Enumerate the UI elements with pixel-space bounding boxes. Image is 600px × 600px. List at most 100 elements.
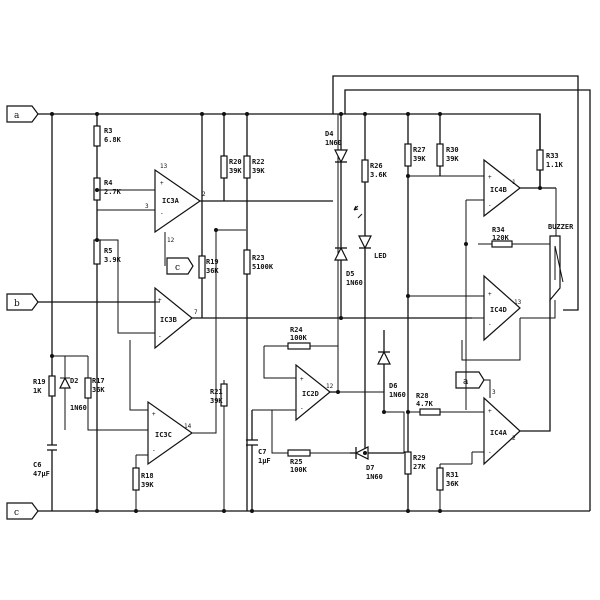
ic3b-pin-out: 7: [194, 309, 198, 316]
ic4d-plus: +: [488, 291, 492, 298]
resistor-r19b: [198, 114, 206, 318]
terminal-b-label: b: [14, 299, 20, 309]
d5-value: 1N60: [346, 279, 363, 287]
led-label: LED: [374, 252, 387, 260]
r3-ref: R3: [104, 127, 112, 135]
r3-value: 6.8K: [104, 136, 122, 144]
r17-ref: R17: [92, 377, 105, 385]
resistor-group-far-right: [436, 114, 472, 511]
d4-value: 1N60: [325, 139, 342, 147]
r23-ref: R23: [252, 254, 265, 262]
ic3b-plus: +: [158, 297, 162, 304]
d4-ref: D4: [325, 130, 333, 138]
r29-value: 27K: [413, 463, 426, 471]
terminal-b[interactable]: b: [6, 293, 39, 311]
ic4a-pin-out: 2: [512, 435, 516, 442]
c7-value: 1μF: [258, 457, 271, 465]
ic4a-plus: +: [488, 408, 492, 415]
resistor-group-mid: [220, 114, 251, 511]
r21-value: 39K: [210, 397, 223, 405]
r29-ref: R29: [413, 454, 426, 462]
ic4b-name: IC4B: [490, 186, 507, 194]
ic3a-plus: +: [160, 180, 164, 187]
ic3b-minus: -: [158, 333, 162, 340]
opamp-ic3c: [129, 229, 246, 511]
ic3a-pin-out: 2: [202, 191, 206, 198]
r19-value: 1K: [33, 387, 42, 395]
r28-ref: R28: [416, 392, 429, 400]
r30-ref: R30: [446, 146, 459, 154]
r24-ref: R24: [290, 326, 303, 334]
ic4a-pin-in: 3: [492, 389, 496, 396]
r18-value: 39K: [141, 481, 154, 489]
r5-value: 3.9K: [104, 256, 122, 264]
c6-ref: C6: [33, 461, 41, 469]
terminal-a-label: a: [14, 111, 20, 121]
ic3c-pin-out: 14: [184, 423, 192, 430]
ic2d-name: IC2D: [302, 390, 319, 398]
ic4b-plus: +: [488, 174, 492, 181]
opamp-ic3a: [154, 168, 333, 266]
d7-value: 1N60: [366, 473, 383, 481]
rail-b: [30, 301, 472, 319]
opamp-ic4b: [465, 158, 556, 410]
resistor-r33-r34: [478, 114, 550, 248]
right-feedback-wire: [344, 89, 591, 511]
ic4d-name: IC4D: [490, 306, 507, 314]
r20-ref: R20: [229, 158, 242, 166]
opamp-ic4d: [461, 274, 521, 361]
junction-dots: [50, 112, 542, 513]
opamp-ic4a: [471, 300, 551, 466]
d5-ref: D5: [346, 270, 354, 278]
r26-value: 3.6K: [370, 171, 388, 179]
r27-value: 39K: [413, 155, 426, 163]
terminal-c-internal[interactable]: c: [166, 257, 194, 275]
r24-value: 100K: [290, 334, 308, 342]
terminal-a-internal[interactable]: a: [455, 371, 485, 389]
ic3c-name: IC3C: [155, 431, 172, 439]
r33-value: 1.1K: [546, 161, 564, 169]
d2-value: 1N60: [70, 404, 87, 412]
r34-ref: R34: [492, 226, 505, 234]
r19b-value: 36K: [206, 267, 219, 275]
r34-value: 120K: [492, 234, 510, 242]
r22-ref: R22: [252, 158, 265, 166]
ic3a-pin-in2: 3: [145, 203, 149, 210]
r22-value: 39K: [252, 167, 265, 175]
divider-column: [93, 114, 155, 511]
r5-ref: R5: [104, 247, 112, 255]
ic3c-plus: +: [152, 411, 156, 418]
d7-ref: D7: [366, 464, 374, 472]
r4-value: 2.7K: [104, 188, 122, 196]
r28-value: 4.7K: [416, 400, 434, 408]
c7-ref: C7: [258, 448, 266, 456]
ic3a-name: IC3A: [162, 197, 180, 205]
r4-ref: R4: [104, 179, 112, 187]
opamp-ic2d: [263, 114, 384, 457]
r21-ref: R21: [210, 388, 223, 396]
capacitor-c7: [246, 409, 296, 511]
resistor-group-right: [404, 114, 476, 511]
ic2d-plus: +: [300, 376, 304, 383]
r31-ref: R31: [446, 471, 459, 479]
buzzer[interactable]: [520, 188, 564, 319]
terminal-c-label: c: [14, 508, 19, 518]
r25-value: 100K: [290, 466, 308, 474]
opamp-ic3b: [154, 286, 193, 350]
r20-value: 39K: [229, 167, 242, 175]
ic2d-pin-out: 12: [326, 383, 334, 390]
ic4d-pin-out: 13: [514, 299, 522, 306]
ic4b-pin-out: 1: [512, 179, 516, 186]
terminal-c[interactable]: c: [6, 502, 39, 520]
ic3a-minus: -: [160, 210, 164, 217]
terminal-c-internal-label: c: [175, 263, 180, 273]
r31-value: 36K: [446, 480, 459, 488]
d6-ref: D6: [389, 382, 397, 390]
ic3b-name: IC3B: [160, 316, 177, 324]
r26-ref: R26: [370, 162, 383, 170]
terminal-a[interactable]: a: [6, 105, 39, 123]
d2-ref: D2: [70, 377, 78, 385]
r19b-ref: R19: [206, 258, 219, 266]
buzzer-label: BUZZER: [548, 223, 574, 231]
